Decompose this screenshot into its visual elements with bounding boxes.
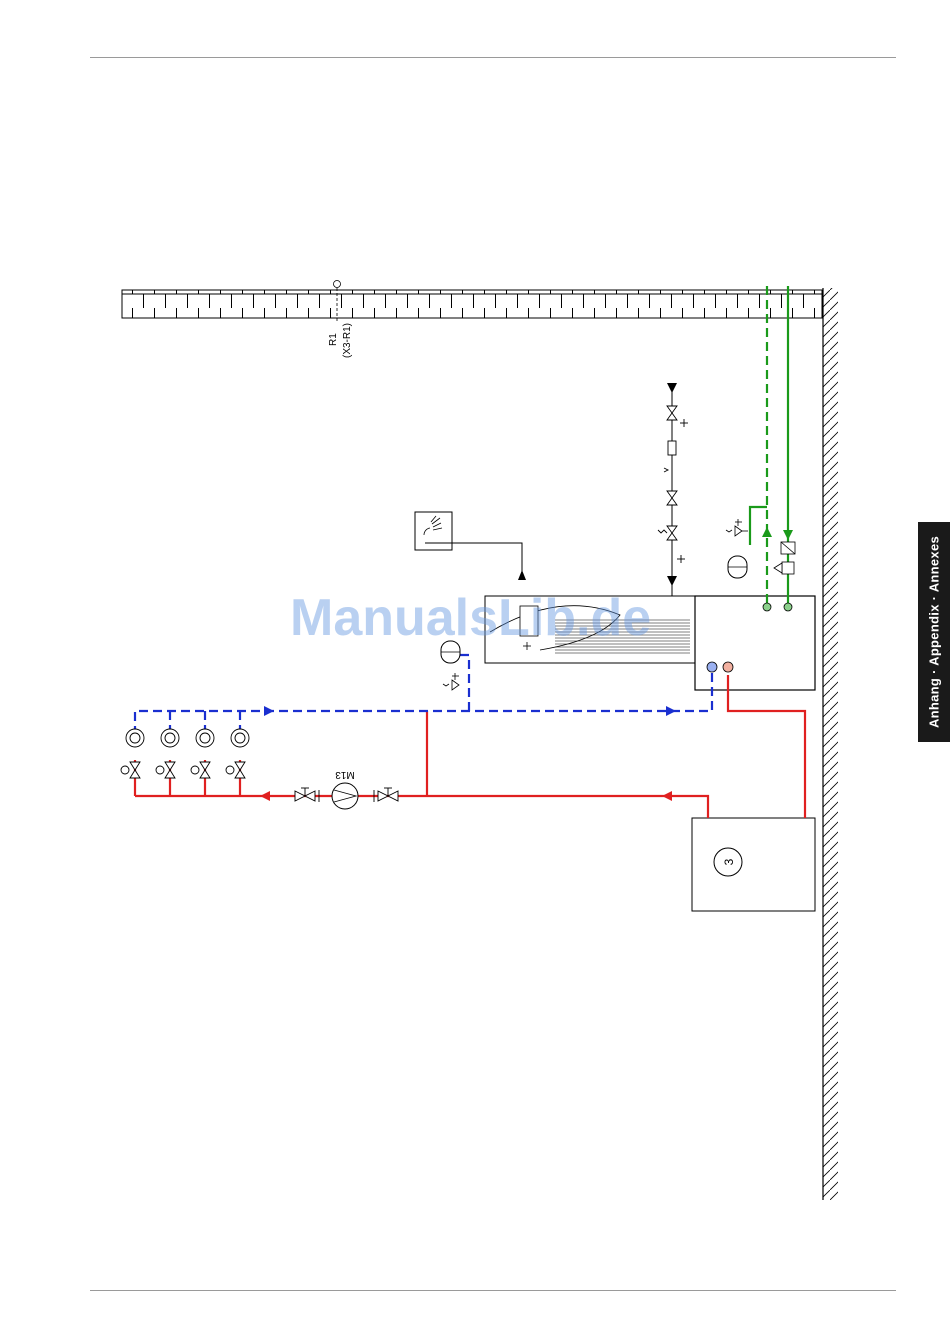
thermostatic-valve-icon [121,762,245,778]
brine-branch [750,507,767,545]
shower-outlet [415,512,452,550]
side-tab: Anhang · Appendix · Annexes [918,522,950,742]
return-relief-valve [443,673,459,690]
arrow-down-top [667,383,677,393]
sensor-terminal: (X3-R1) [342,323,353,358]
hot-arrow-2 [260,791,270,801]
heat-source-number: 3 [722,858,736,865]
return-lines [135,655,712,730]
sensor-label: R1 [328,333,339,346]
arrow-down-bottom [667,576,677,586]
gate-valve-icon [658,406,688,563]
brine-arrow-up [762,527,772,537]
brick-wall [122,290,822,318]
return-arrow-1 [666,706,676,716]
brine-arrow-down [783,530,793,540]
hatched-wall [823,288,838,1200]
side-tab-label: Anhang · Appendix · Annexes [927,536,942,728]
return-arrow-2 [264,706,274,716]
return-connector [707,662,717,672]
pump-label: M13 [335,769,355,780]
circulation-pump-icon [332,783,358,809]
arrow-up [518,570,526,580]
watermark: ManualsLib.de [290,588,651,648]
heat-source-box [692,818,815,911]
hot-arrow-1 [662,791,672,801]
heating-circuit-icon [126,729,249,747]
hot-connector [723,662,733,672]
pressure-relief-valve-icon [726,519,748,536]
brine-fittings [774,542,795,574]
expansion-vessel-icon [728,556,747,578]
